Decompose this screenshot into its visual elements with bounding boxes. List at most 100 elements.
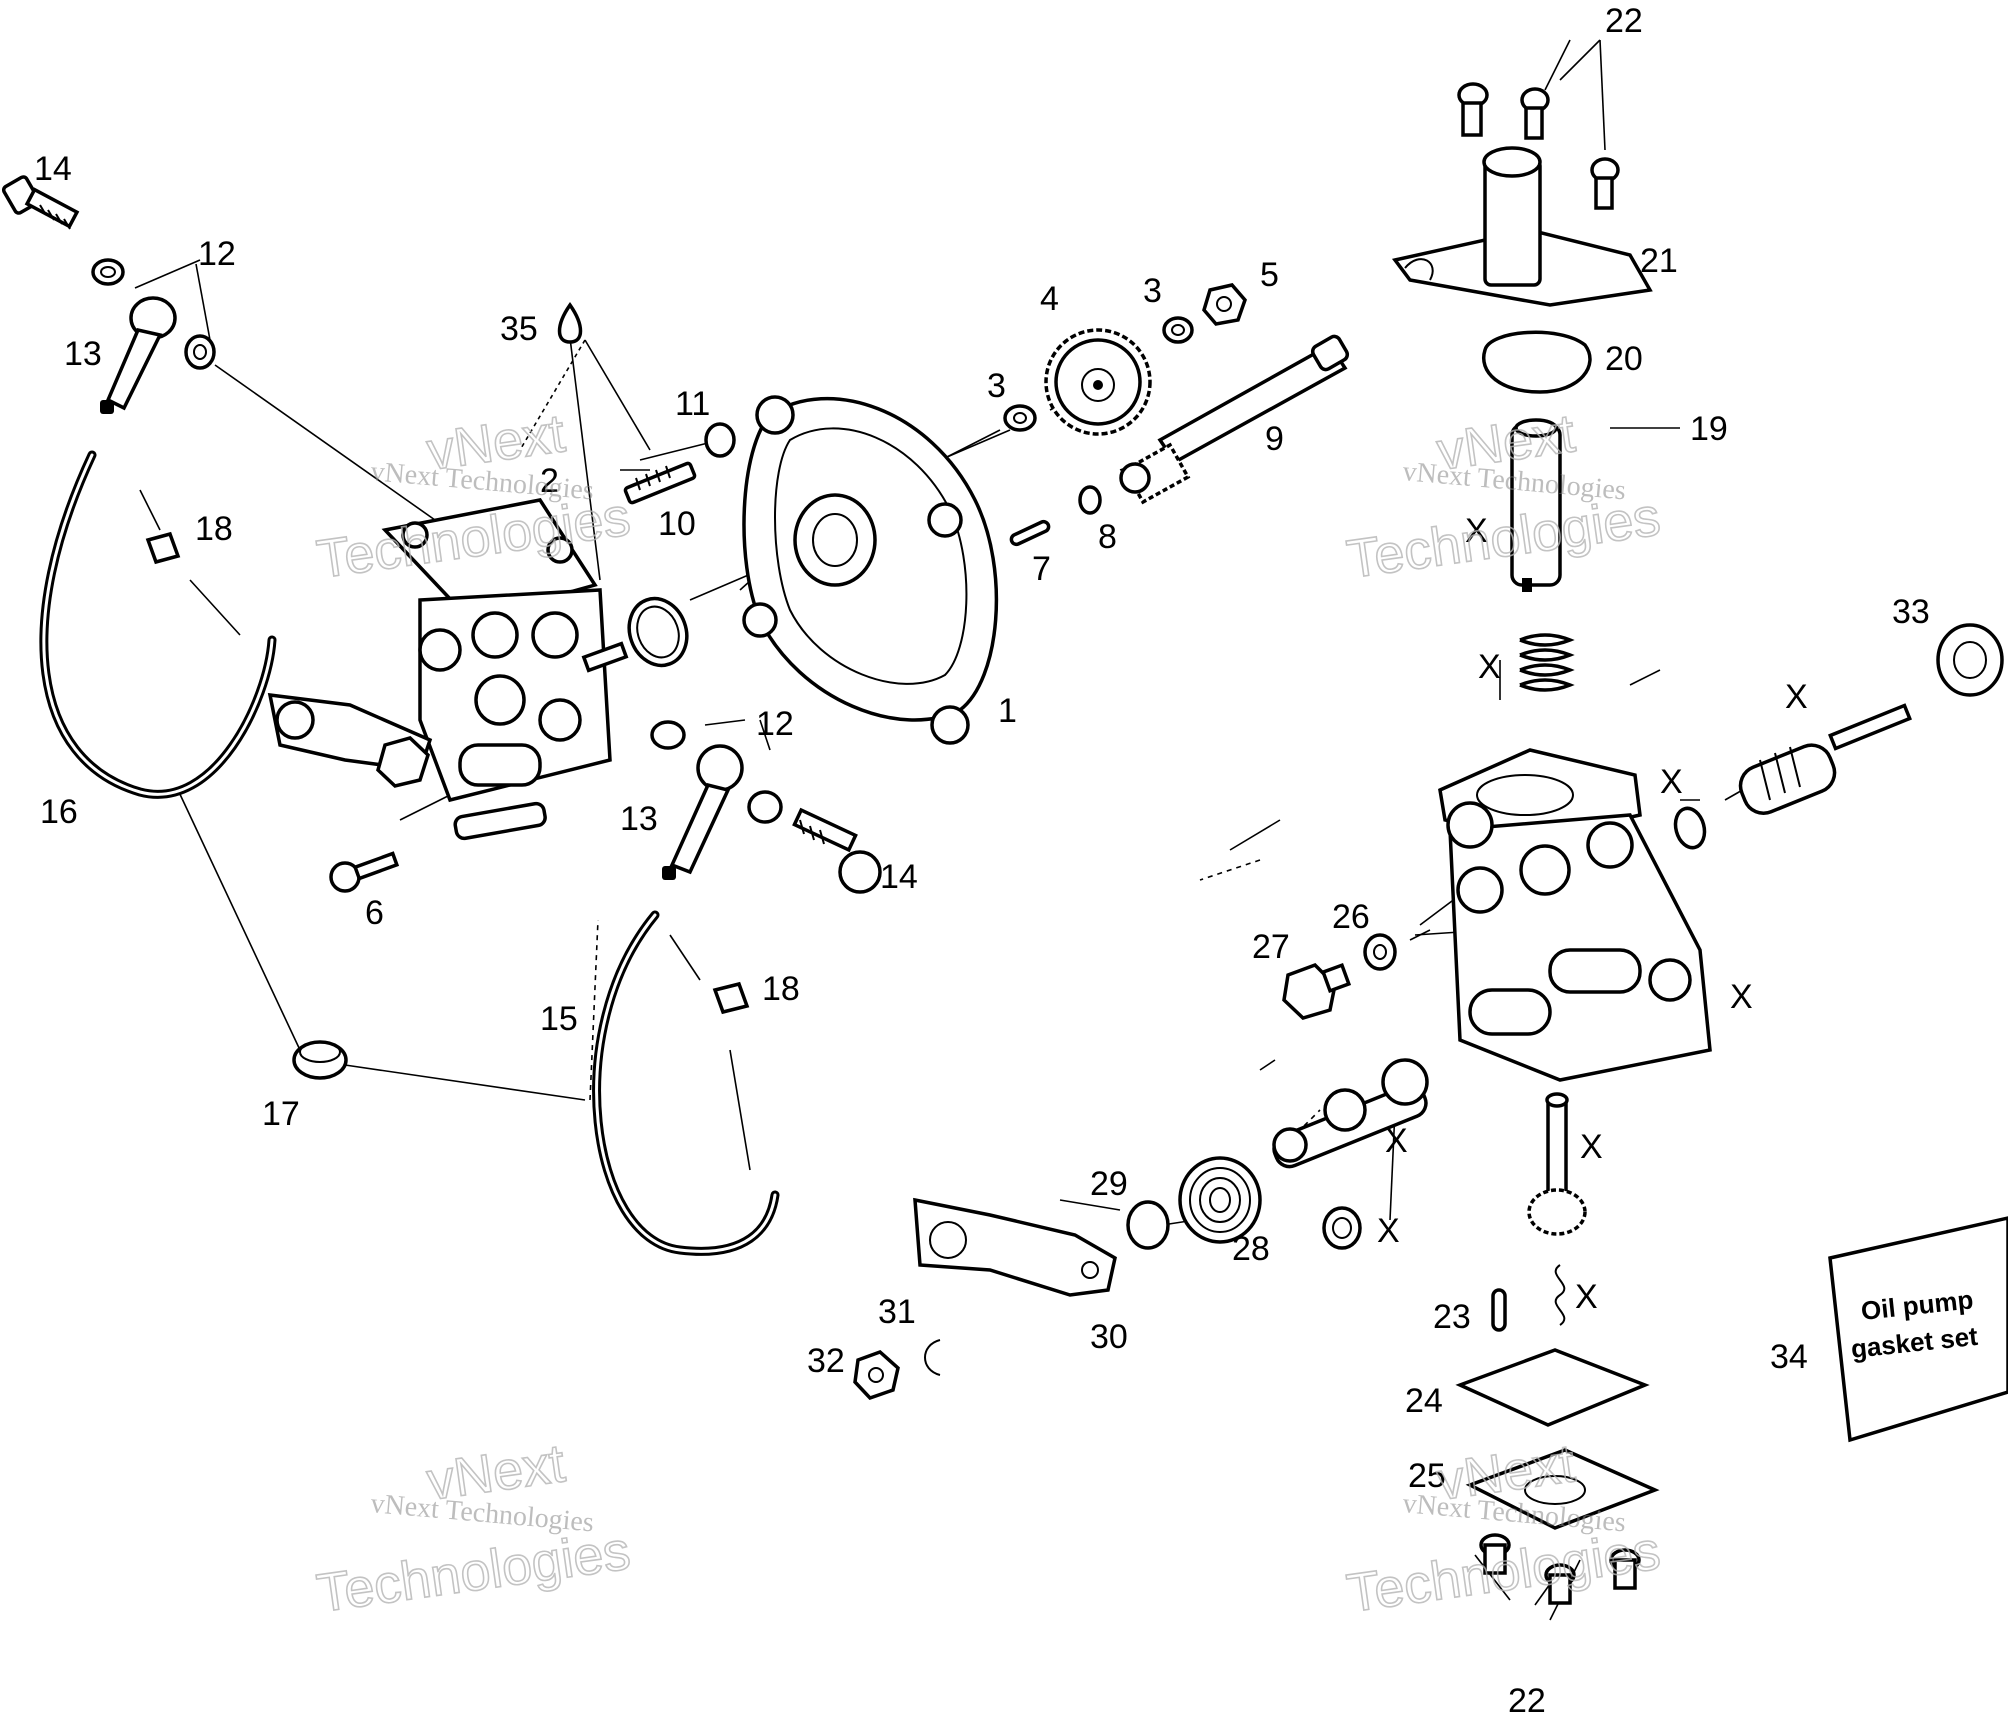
oil-pump-assembly-2 [267,498,629,841]
seal-x [1322,1206,1362,1250]
banjo-fitting-13-bottom [662,744,744,880]
washer-26 [1363,933,1397,971]
clip-18-bottom [712,981,750,1015]
callout-24: 24 [1405,1382,1443,1420]
watermark-top-left: vNext Technologies vNext Technologies [313,402,635,590]
callout-33: 33 [1892,593,1930,631]
watermark-top-right: vNext Technologies vNext Technologies [1343,402,1665,590]
screw-22-bottom-a [1479,1533,1511,1575]
callout-22: 22 [1508,1682,1546,1718]
callout-16: 16 [40,793,78,831]
nut-32 [853,1349,900,1401]
callout-26: 26 [1332,898,1370,936]
cover-plate-25 [1465,1448,1660,1530]
hose-16 [39,450,277,799]
washer-3-left [1003,404,1037,432]
screw-22-top-c [1590,157,1620,210]
x-marker: X [1385,1122,1408,1160]
gasket-set-card: Oil pump gasket set [1828,1216,2008,1443]
x-marker: X [1465,512,1488,550]
callout-15: 15 [540,1000,578,1038]
hose-15 [592,910,780,1256]
screw-22-top-b [1520,87,1550,140]
watermark-text: vNext [423,1433,568,1512]
shaft-9 [1119,334,1350,505]
x-markers: X X X X X X X X X [1377,512,1808,1316]
callout-18: 18 [762,970,800,1008]
valve-spool [1738,703,1912,815]
callout-12: 12 [756,705,794,743]
gear-4 [1044,328,1152,436]
callout-4: 4 [1040,280,1059,318]
x-marker: X [1377,1212,1400,1250]
callout-32: 32 [807,1342,845,1380]
washer-8 [1078,485,1102,515]
washer-12-bottom-b [747,790,783,824]
callout-2: 2 [540,462,559,500]
washer-12-top-a [91,258,125,286]
callout-34: 34 [1770,1338,1808,1376]
callout-35: 35 [500,310,538,348]
watermark-text: Technologies [1343,487,1664,590]
callout-3: 3 [1143,272,1162,310]
banjo-fitting-13-top [100,296,177,414]
callout-11: 11 [675,385,710,423]
plunger-19 [1510,418,1562,592]
callout-14: 14 [34,150,72,188]
camshaft [1272,1058,1429,1169]
callout-1: 1 [998,692,1017,730]
nut-5 [1202,283,1247,326]
x-marker: X [1580,1128,1603,1166]
spring-28 [1178,1156,1262,1244]
banjo-bolt-14-bottom [792,807,882,894]
x-marker: X [1730,978,1753,1016]
circlip-31 [924,1339,941,1376]
callout-19: 19 [1690,410,1728,448]
sleeve-17 [292,1040,348,1080]
pin-23 [1491,1288,1507,1332]
callout-30: 30 [1090,1318,1128,1356]
x-marker: X [1785,678,1808,716]
callout-22: 22 [1605,2,1643,40]
callout-13: 13 [620,800,658,838]
drop-icon-35 [557,301,583,344]
clip-18-top [145,531,181,565]
x-marker: X [1478,648,1501,686]
x-marker: X [1660,763,1683,801]
callout-25: 25 [1408,1457,1446,1495]
o-ring-20 [1482,330,1592,394]
o-ring [627,596,689,668]
callout-8: 8 [1098,518,1117,556]
callout-31: 31 [878,1293,916,1331]
washer-3-right [1162,316,1194,344]
callout-14: 14 [880,858,918,896]
banjo-bolt-14-top [1,175,80,230]
callout-12: 12 [198,235,236,273]
bolt-10 [623,461,697,505]
callout-28: 28 [1232,1230,1270,1268]
washer-12-bottom-a [650,720,686,750]
circlip [1554,1264,1566,1326]
callout-7: 7 [1032,550,1051,588]
callout-18: 18 [195,510,233,548]
cover-1 [742,395,999,745]
screw-22-top-a [1457,82,1489,137]
callout-10: 10 [658,505,696,543]
watermark-bottom-left: vNext Technologies vNext Technologies [313,1432,635,1624]
washer-29 [1126,1200,1170,1250]
screw-6 [329,851,400,893]
pump-housing [1438,748,1712,1082]
callout-3: 3 [987,367,1006,405]
gasket-24 [1455,1348,1650,1427]
x-marker: X [1575,1278,1598,1316]
callout-23: 23 [1433,1298,1471,1336]
callout-20: 20 [1605,340,1643,378]
callout-6: 6 [365,894,384,932]
lever-30 [913,1197,1117,1297]
flange-21 [1391,146,1653,307]
spring [1519,633,1575,692]
callout-9: 9 [1265,420,1284,458]
screw-22-bottom-c [1609,1548,1641,1590]
callout-17: 17 [262,1095,300,1133]
